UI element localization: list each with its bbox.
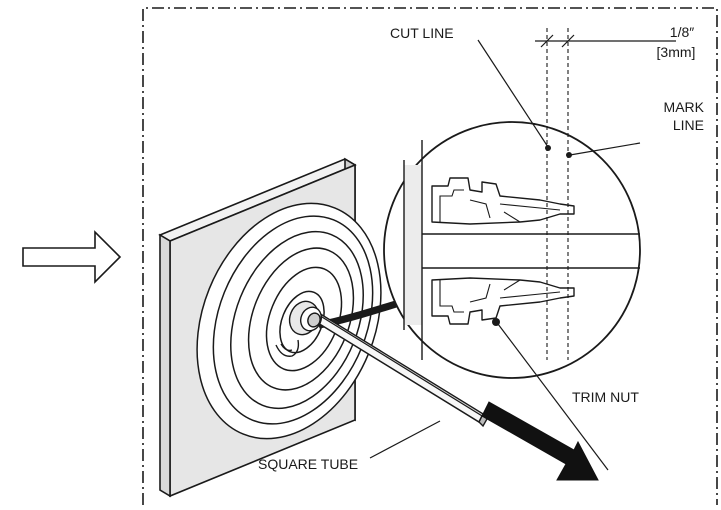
dimension-fraction-label: 1/8″ [670, 24, 694, 40]
detail-magnifier [383, 28, 641, 379]
square-tube-leader [369, 420, 441, 459]
mark-line-label-bottom: LINE [673, 117, 704, 133]
cut-line-label: CUT LINE [390, 25, 454, 41]
cut-line-dot [545, 145, 551, 151]
valve-slot [275, 339, 300, 357]
bold-diagonal-arrow-icon [481, 401, 599, 481]
mark-line-dot [566, 152, 572, 158]
trim-nut-leader [497, 323, 609, 471]
step-frame [142, 7, 718, 505]
mark-line-leader [569, 142, 641, 156]
mark-line-label-top: MARK [664, 99, 705, 115]
square-tube-label: SQUARE TUBE [258, 456, 358, 472]
trim-nut-label: TRIM NUT [572, 389, 639, 405]
cut-line-leader [477, 39, 549, 148]
outline-right-arrow-icon [22, 230, 122, 284]
dimension-marker [535, 34, 676, 48]
dimension-metric-label: [3mm] [657, 44, 696, 60]
center-nut [288, 300, 323, 336]
